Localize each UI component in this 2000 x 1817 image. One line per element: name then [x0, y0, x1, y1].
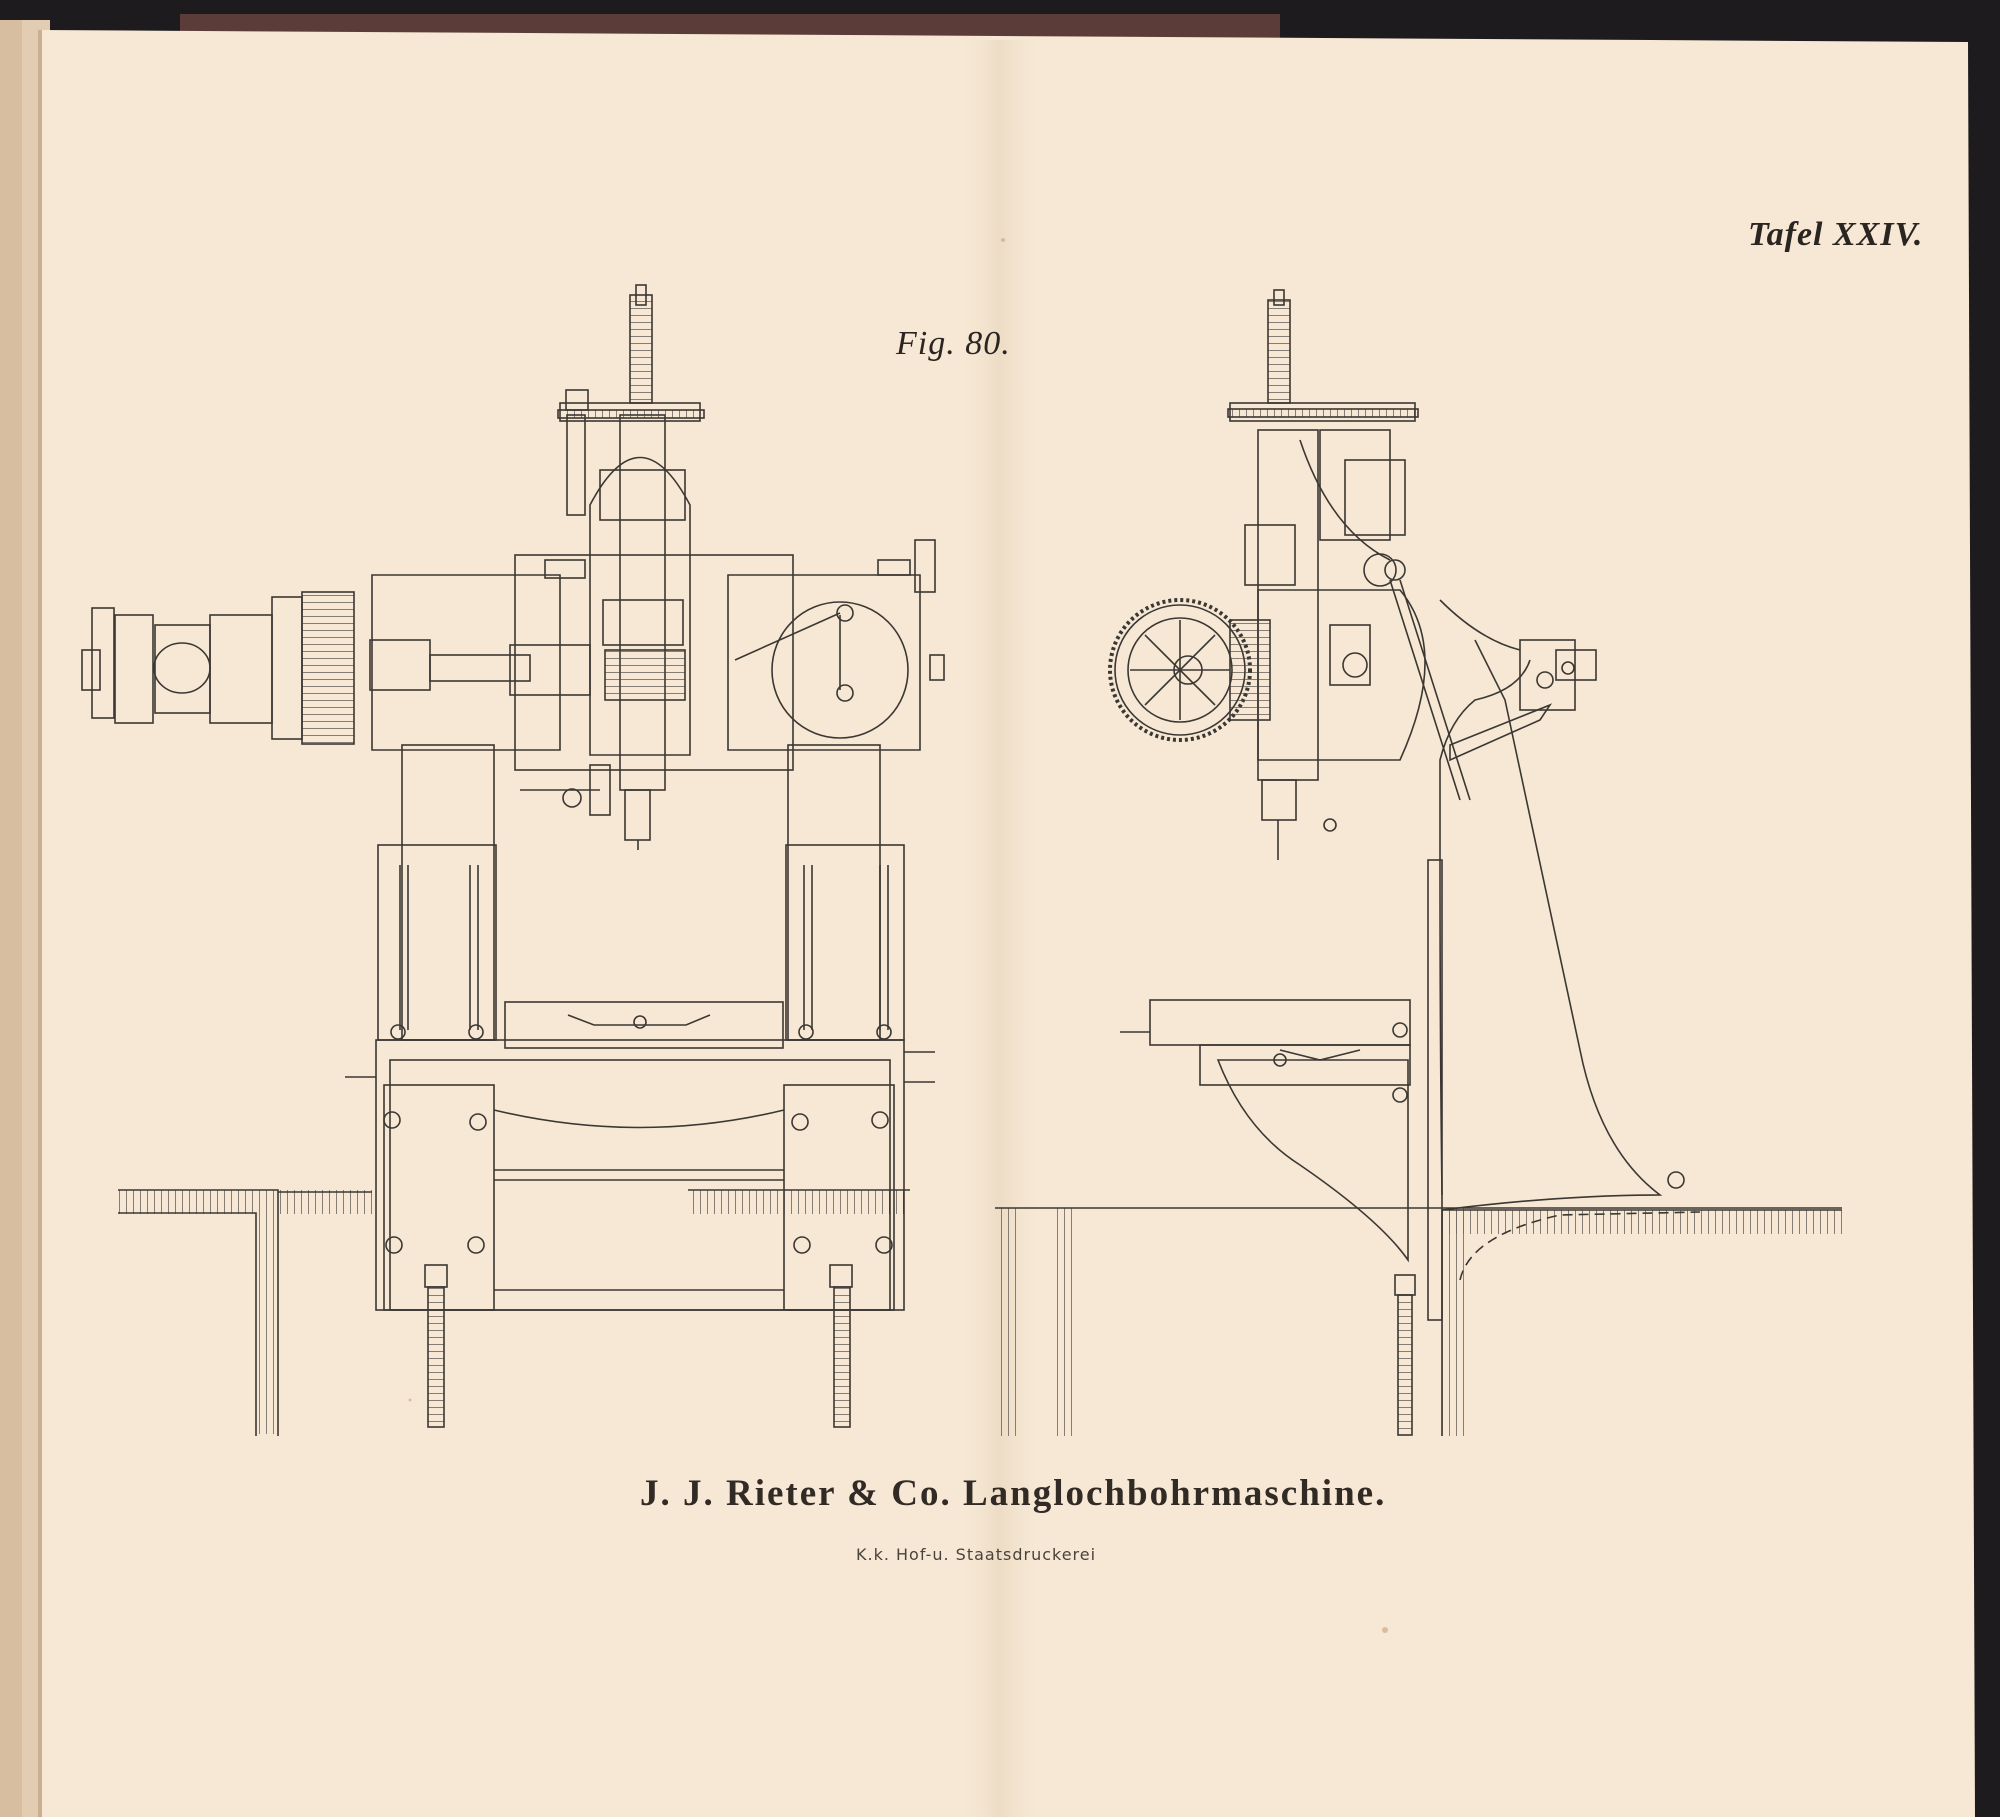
plate-caption: J. J. Rieter & Co. Langlochbohrmaschine. — [640, 1473, 1387, 1514]
paper-specks — [408, 238, 1388, 1633]
figure-number: Fig. 80. — [896, 325, 1011, 362]
plate-number: Tafel XXIV. — [1748, 216, 1924, 253]
plate-page — [38, 30, 1975, 1817]
front-view-drawing — [81, 284, 945, 1436]
printer-credit: K.k. Hof-u. Staatsdruckerei — [856, 1545, 1097, 1564]
side-view-drawing — [995, 289, 1842, 1436]
